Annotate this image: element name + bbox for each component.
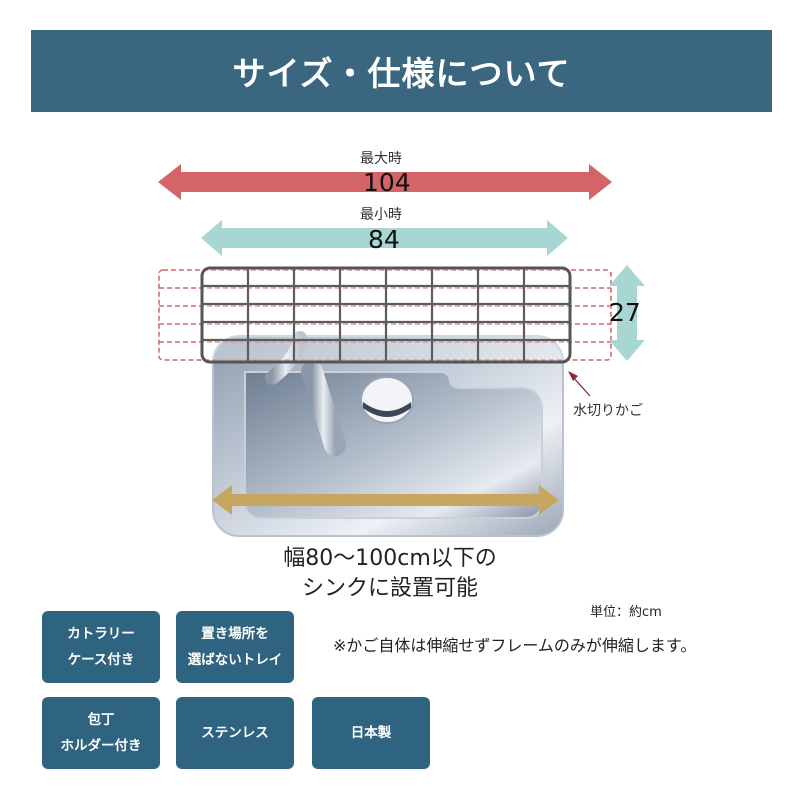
sink-image [212,331,564,537]
badge-line: 包丁 [87,712,115,728]
max-value: 104 [363,168,411,197]
feature-badge-made-in-japan: 日本製 [312,697,430,769]
page-title-banner: サイズ・仕様について [31,30,772,112]
min-label: 最小時 [360,207,402,223]
height-value: 27 [609,298,641,327]
height-arrow [609,265,645,361]
page-title: サイズ・仕様について [232,54,571,93]
max-label: 最大時 [360,151,402,167]
min-value: 84 [368,225,400,254]
feature-badge-tray: 置き場所を選ばないトレイ [176,611,294,683]
caption-line-2: シンクに設置可能 [301,576,478,601]
sink-width-arrow [212,485,559,515]
feature-badge-stainless: ステンレス [176,697,294,769]
max-width-arrow [158,164,612,200]
badge-line: 置き場所を [201,626,269,642]
dish-rack-grid [200,266,572,364]
rack-label: 水切りかご [573,403,643,419]
caption-line-1: 幅80〜100cm以下の [283,546,497,571]
badge-line: ステンレス [201,725,269,741]
badge-line: カトラリー [67,626,135,642]
min-width-arrow [201,220,568,256]
feature-badge-cutlery: カトラリーケース付き [42,611,160,683]
badge-line: 選ばないトレイ [187,652,283,668]
badge-line: 日本製 [350,725,392,741]
badge-line: ケース付き [67,652,135,668]
sink-caption: 幅80〜100cm以下の シンクに設置可能 [260,544,520,604]
rack-pointer [568,371,591,397]
unit-label: 単位：約cm [590,605,662,620]
badge-line: ホルダー付き [60,738,142,754]
feature-badge-knife-holder: 包丁ホルダー付き [42,697,160,769]
note-text: ※かご自体は伸縮せずフレームのみが伸縮します。 [333,636,697,655]
